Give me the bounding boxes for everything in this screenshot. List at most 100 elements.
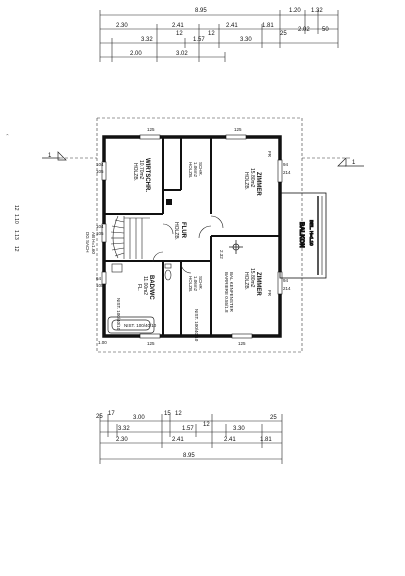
- svg-text:SCHR.: SCHR.: [198, 276, 203, 290]
- balcony-label: BALKON: [298, 222, 304, 248]
- svg-text:1.06m2: 1.06m2: [193, 162, 198, 178]
- svg-text:HOLZB.: HOLZB.: [243, 172, 249, 190]
- room-schrank-2: SCHR. 1.06m2 HOLZB.: [188, 276, 203, 292]
- doors: [152, 215, 224, 274]
- dim-r1-5: 50: [322, 27, 329, 33]
- svg-text:HOLZB.: HOLZB.: [188, 276, 193, 292]
- svg-text:BAD/WC: BAD/WC: [148, 275, 154, 300]
- svg-text:SCHR.: SCHR.: [198, 162, 203, 176]
- room-zimmer-2: ZIMMER 15.80m2 HOLZB. BAL KENFENSTER BAR…: [224, 268, 261, 313]
- dim-r3-0: 2.00: [130, 51, 142, 57]
- staircase: [110, 215, 150, 259]
- svg-text:25: 25: [270, 415, 277, 421]
- svg-text:125: 125: [147, 127, 155, 132]
- window-top-1: [139, 134, 161, 140]
- dim-r2-0: 3.32: [141, 37, 153, 43]
- fr-label-2: FR: [267, 290, 272, 297]
- svg-text:10.70m2: 10.70m2: [138, 160, 144, 180]
- svg-text:1.10: 1.10: [13, 214, 19, 224]
- svg-text:FLUR: FLUR: [180, 222, 186, 239]
- skylight-window: [229, 240, 243, 254]
- dim-r2-2: 12: [208, 31, 215, 37]
- svg-text:105: 105: [96, 169, 104, 174]
- balcony: BALKON BEL. H=1.10: [279, 192, 327, 279]
- svg-text:ZIMMER: ZIMMER: [255, 272, 261, 296]
- svg-text:HOLZB.: HOLZB.: [243, 272, 249, 290]
- svg-text:1: 1: [352, 160, 356, 166]
- svg-text:1.13: 1.13: [13, 230, 19, 240]
- fr-label-1: FR: [267, 151, 272, 158]
- svg-text:1.81: 1.81: [260, 437, 272, 443]
- section-marker-right: 1: [337, 157, 364, 167]
- wash-basin: [111, 263, 123, 273]
- svg-text:94: 94: [283, 162, 289, 167]
- svg-text:3.00: 3.00: [133, 415, 145, 421]
- dim-r1-3: 1.81: [262, 23, 274, 29]
- svg-text:105: 105: [96, 231, 104, 236]
- svg-text:BAL KENFENSTER: BAL KENFENSTER: [229, 272, 234, 313]
- bottom-dimension-labels: 25 17 3.00 15 12 25 3.32 12 1.57 3.30 2.…: [96, 411, 277, 459]
- windows: [101, 134, 283, 339]
- dim-top-a: 1.20: [289, 8, 301, 14]
- interior-walls: [104, 137, 280, 336]
- section-marker-left: 1: [42, 151, 67, 161]
- bathtub: [107, 316, 155, 334]
- svg-text:25: 25: [96, 414, 103, 420]
- svg-text:FL.: FL.: [136, 284, 142, 291]
- svg-text:2.41: 2.41: [172, 437, 184, 443]
- svg-text:11.00m2: 11.00m2: [142, 276, 148, 295]
- dim-r1-0: 2.30: [116, 23, 128, 29]
- svg-text:64: 64: [96, 276, 102, 281]
- dim-total-bottom: 8.95: [183, 453, 195, 459]
- stair-sub-note: DG SACH: [85, 232, 90, 253]
- svg-text:125: 125: [234, 127, 242, 132]
- svg-text:104: 104: [96, 224, 104, 229]
- niche-note-2: NIST. 100/40/10: [194, 309, 199, 342]
- svg-text:1.06m2: 1.06m2: [193, 276, 198, 292]
- dim-r1-4: 2.02: [298, 27, 310, 33]
- room-wirtschaft: WIRTSCHR. 10.70m2 HOLZB.: [132, 158, 150, 192]
- svg-text:2.30: 2.30: [116, 437, 128, 443]
- svg-text:HOLZB.: HOLZB.: [188, 162, 193, 178]
- dim-r2-1: 12: [176, 31, 183, 37]
- svg-text:12: 12: [203, 422, 210, 428]
- window-right-1: [277, 159, 283, 183]
- dim-r2-4: 3.30: [240, 37, 252, 43]
- dim-top-b: 1.32: [311, 8, 323, 14]
- svg-text:15: 15: [164, 411, 171, 417]
- balcony-note: BEL. H=1.10: [309, 220, 314, 246]
- dim-r2-3: 1.57: [193, 37, 205, 43]
- window-left-3: [101, 271, 107, 285]
- room-zimmer-1: ZIMMER 15.80m2 HOLZB.: [243, 168, 261, 196]
- svg-text:HOLZB.: HOLZB.: [173, 222, 179, 240]
- top-dimension-labels: 8.95 1.20 1.32 2.30 2.41 2.41 1.81 2.02 …: [116, 8, 329, 57]
- svg-text:214: 214: [283, 170, 291, 175]
- svg-text:12: 12: [13, 246, 19, 252]
- room-schrank-1: SCHR. 1.06m2 HOLZB.: [188, 162, 203, 178]
- svg-text:3.30: 3.30: [233, 426, 245, 432]
- svg-text:17: 17: [108, 411, 115, 417]
- svg-text:3.32: 3.32: [118, 426, 130, 432]
- dim-r1-1: 2.41: [172, 23, 184, 29]
- svg-text:1.57: 1.57: [182, 426, 194, 432]
- svg-text:214: 214: [283, 286, 291, 291]
- svg-text:125: 125: [147, 341, 155, 346]
- opening-labels: 104 105 104 105 125 125 125 125 94 214 9…: [96, 127, 291, 346]
- svg-text:105: 105: [96, 283, 104, 288]
- window-bottom-1: [139, 333, 161, 339]
- svg-text:125: 125: [238, 341, 246, 346]
- niche-note-1: NIST. 100/40/10: [116, 298, 121, 331]
- chimney-block: [166, 199, 172, 205]
- svg-text:1: 1: [48, 153, 52, 159]
- svg-text:BARRIERE 0.55/1.8: BARRIERE 0.55/1.8: [224, 272, 229, 313]
- svg-text:94: 94: [283, 278, 289, 283]
- side-marks: 12 1.10 1.13 12: [13, 205, 19, 252]
- window-bottom-2: [231, 333, 253, 339]
- toilet: [164, 263, 172, 281]
- room-bad: BAD/WC 11.00m2 FL.: [136, 275, 154, 300]
- margin-mark: ‹: [5, 134, 10, 136]
- svg-text:12: 12: [175, 411, 182, 417]
- roof-outline: [60, 117, 350, 353]
- corner-dim-label: 1.00: [98, 340, 107, 345]
